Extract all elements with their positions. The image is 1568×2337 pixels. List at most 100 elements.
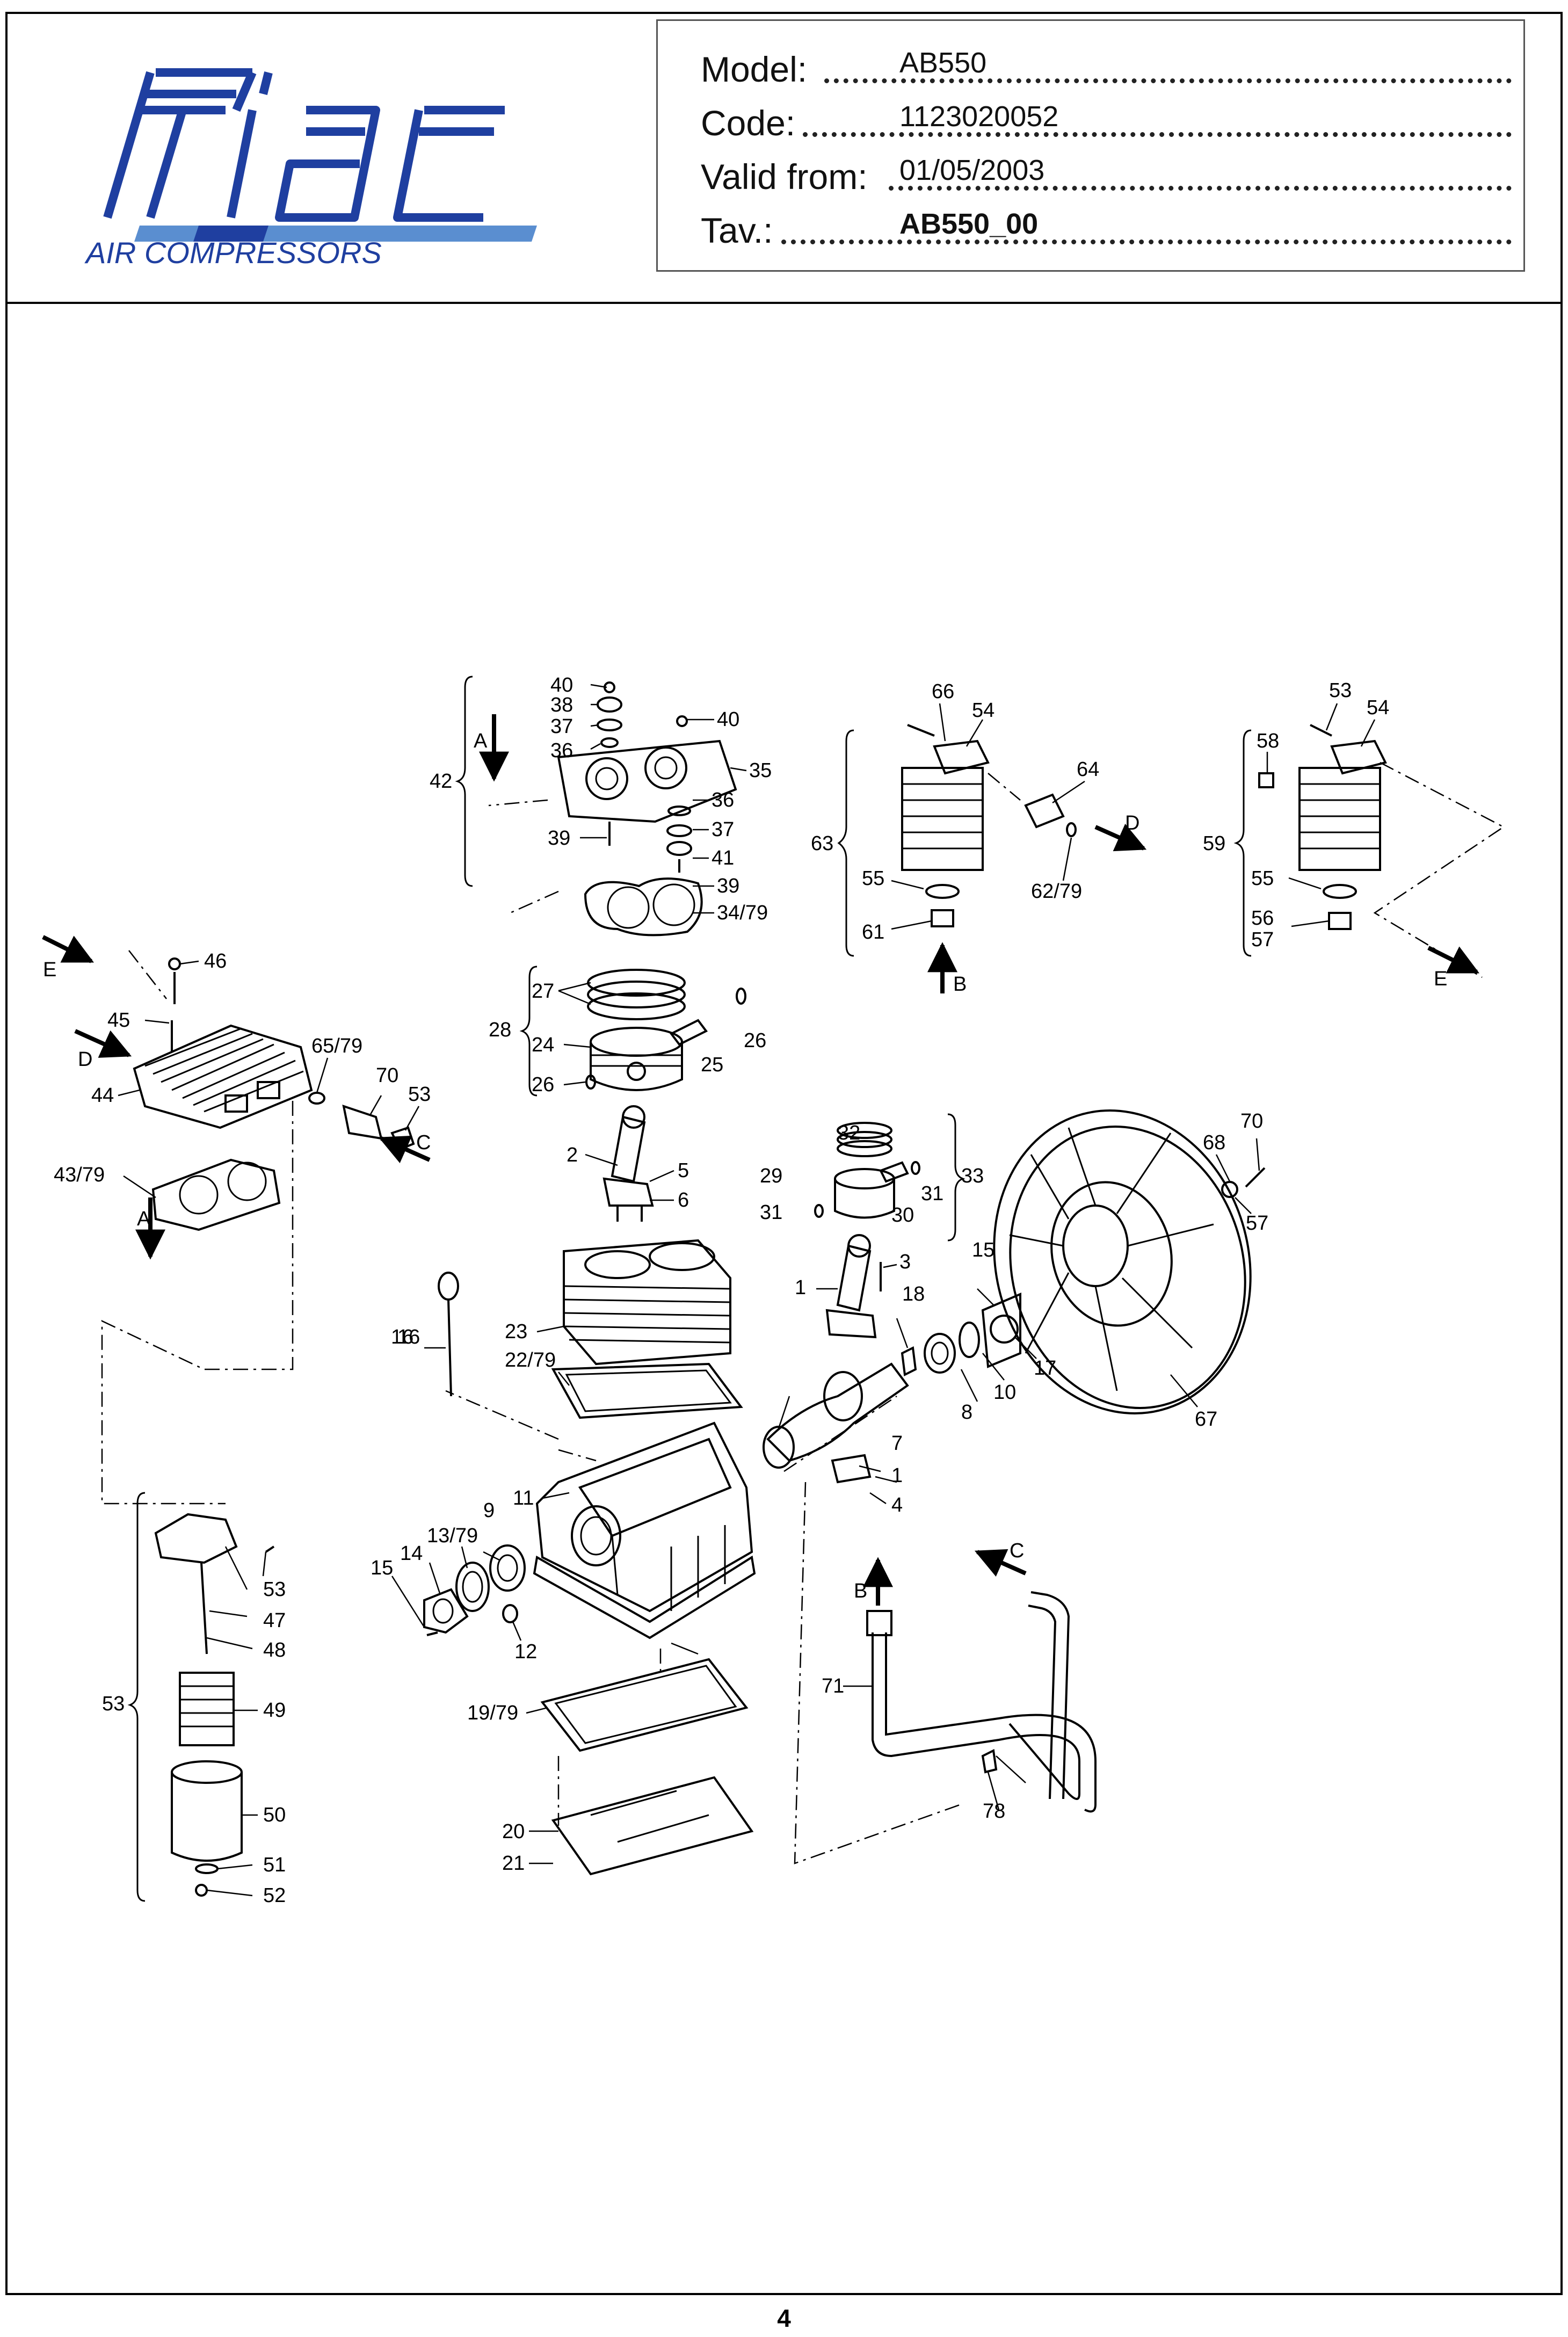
callout: 16 — [391, 1326, 413, 1348]
callout: 20 — [502, 1820, 525, 1843]
callout: 26 — [744, 1029, 766, 1052]
callout: 18 — [902, 1283, 925, 1305]
callout: 6 — [678, 1189, 689, 1211]
callout: 57 — [1246, 1212, 1268, 1235]
callout: 49 — [263, 1699, 286, 1722]
callout: 59 — [1203, 832, 1225, 855]
callout: 24 — [532, 1034, 554, 1056]
callout: 25 — [701, 1054, 723, 1076]
bottom-cover-20 — [551, 1776, 754, 1876]
arrow-letter: B — [854, 1580, 867, 1602]
connecting-rod-1 — [825, 1234, 882, 1484]
gasket-19 — [540, 1658, 749, 1752]
callout: 10 — [993, 1381, 1016, 1404]
callout: 40 — [717, 708, 739, 731]
callout: 39 — [548, 827, 570, 850]
callout: 70 — [376, 1064, 398, 1087]
callout: 63 — [811, 832, 833, 855]
callout: 36 — [712, 789, 734, 811]
model-label: Model: — [701, 49, 808, 89]
drawing-info-box: Model: AB550 Code: 1123020052 Valid from… — [656, 19, 1525, 272]
callout: 4 — [891, 1494, 903, 1516]
callout: 29 — [760, 1165, 782, 1187]
callout: 2 — [567, 1144, 578, 1166]
callout: 51 — [263, 1854, 286, 1876]
header-divider — [8, 302, 1560, 304]
valve-plate-35 — [557, 739, 737, 823]
callout: 1 — [891, 1464, 903, 1487]
callout: 78 — [983, 1800, 1005, 1823]
valid-from-dots — [889, 183, 1512, 191]
callout: 9 — [483, 1499, 495, 1522]
cylinder-23 — [551, 1239, 743, 1419]
model-dots — [824, 75, 1512, 83]
callout: 54 — [1367, 696, 1389, 719]
tav-dots — [781, 236, 1512, 244]
callout: 16 — [397, 1326, 420, 1348]
gasket-43 — [151, 1158, 281, 1231]
callout: 61 — [862, 921, 884, 943]
piston-group-33 — [814, 1122, 920, 1219]
dipstick-16 — [438, 1272, 459, 1397]
callout: 21 — [502, 1852, 525, 1875]
fiac-logo: AIR COMPRESSORS — [84, 68, 537, 266]
callout: 19/79 — [467, 1702, 518, 1724]
callout: 56 — [1251, 907, 1274, 930]
arrow-letter: E — [1434, 968, 1447, 990]
leader-lines — [118, 684, 1376, 1897]
valid-from-row: Valid from: 01/05/2003 — [701, 154, 1512, 198]
callout: 31 — [760, 1201, 782, 1224]
callout: 13/79 — [427, 1525, 478, 1547]
callout: 53 — [1329, 679, 1352, 702]
callout: 5 — [678, 1159, 689, 1182]
oil-filter-group-53 — [154, 1513, 275, 1897]
callout: 67 — [1195, 1408, 1217, 1431]
callout: 68 — [1203, 1131, 1225, 1154]
callout: 47 — [263, 1609, 286, 1632]
callout: 22/79 — [505, 1349, 556, 1371]
callout: 17 — [1034, 1357, 1056, 1380]
code-label: Code: — [701, 103, 796, 143]
callout: 58 — [1257, 730, 1279, 752]
flywheel-70 — [993, 1109, 1266, 1414]
callout: 3 — [899, 1251, 911, 1273]
callout: 50 — [263, 1804, 286, 1826]
front-bearing-group — [423, 1544, 526, 1636]
callout: 37 — [712, 818, 734, 841]
callout: 43/79 — [54, 1164, 105, 1186]
piston-pin-25 — [669, 1019, 708, 1046]
callout: 54 — [972, 699, 994, 722]
callout: 15 — [371, 1557, 393, 1579]
valid-from-label: Valid from: — [701, 157, 868, 197]
callout: 15 — [972, 1239, 994, 1261]
logo-subtitle: AIR COMPRESSORS — [84, 236, 382, 266]
callout: 8 — [961, 1401, 972, 1424]
model-value: AB550 — [899, 47, 987, 79]
arrow-letter: D — [1125, 812, 1139, 834]
callout: 57 — [1251, 928, 1274, 951]
callout: 30 — [891, 1204, 914, 1226]
code-value: 1123020052 — [899, 100, 1059, 133]
callout: 71 — [822, 1675, 844, 1697]
arrow-letter: A — [137, 1208, 151, 1230]
page-frame — [5, 12, 1563, 2295]
callout: 7 — [891, 1432, 903, 1455]
callout: 39 — [717, 875, 739, 897]
callout: 52 — [263, 1884, 286, 1907]
callout: 27 — [532, 980, 554, 1003]
callout: 23 — [505, 1320, 527, 1343]
callout: 62/79 — [1031, 880, 1082, 903]
tav-label: Tav.: — [701, 211, 773, 250]
delivery-pipe-67 — [866, 1591, 1097, 1813]
callout: 40 — [550, 674, 573, 696]
callout: 70 — [1240, 1110, 1263, 1133]
arrow-letters: A A B B C C D D E E — [43, 730, 1447, 1602]
callout-labels: 40 38 37 36 40 35 36 37 41 39 34/79 39 4… — [54, 674, 1389, 1907]
callout: 31 — [921, 1182, 943, 1205]
arrow-letter: E — [43, 959, 56, 981]
callout: 66 — [932, 680, 954, 703]
callout: 38 — [550, 694, 573, 716]
callout: 37 — [550, 715, 573, 738]
callout: 28 — [489, 1019, 511, 1041]
crankcase-11 — [533, 1421, 756, 1639]
